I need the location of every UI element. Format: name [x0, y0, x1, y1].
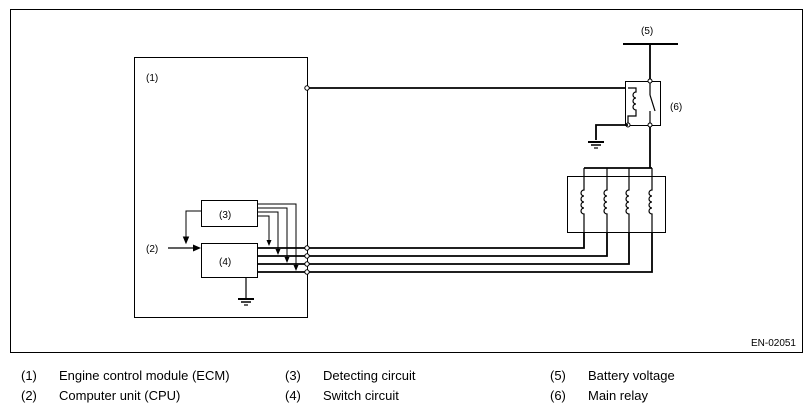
legend-text: Detecting circuit — [323, 368, 416, 383]
main-relay-label: (6) — [670, 102, 682, 113]
ecm-label: (1) — [146, 73, 158, 84]
detecting-circuit-label: (3) — [219, 210, 231, 221]
cpu-input-arrow — [168, 244, 201, 252]
cpu-label: (2) — [146, 244, 158, 255]
output-lines — [257, 232, 653, 273]
diagram-frame — [10, 9, 803, 353]
ecm-terminals — [304, 85, 310, 275]
legend-number: (4) — [285, 388, 301, 403]
legend-text: Main relay — [588, 388, 648, 403]
injector-box — [567, 176, 666, 233]
legend-number: (3) — [285, 368, 301, 383]
relay-ground-symbol — [588, 124, 628, 149]
detecting-circuit-box — [201, 200, 258, 227]
battery-voltage-label: (5) — [641, 26, 653, 37]
injector-coils — [580, 168, 653, 232]
ecm-box — [134, 57, 308, 318]
switch-ground-symbol — [238, 277, 254, 306]
tap-arrowheads — [266, 240, 299, 271]
legend-number: (5) — [550, 368, 566, 383]
figure-code: EN-02051 — [751, 338, 796, 349]
switch-circuit-label: (4) — [219, 257, 231, 268]
legend-text: Switch circuit — [323, 388, 399, 403]
detecting-taps — [257, 203, 297, 267]
feedback-line — [182, 210, 201, 245]
legend-number: (6) — [550, 388, 566, 403]
main-relay — [625, 78, 661, 128]
legend-text: Battery voltage — [588, 368, 675, 383]
legend-text: Engine control module (ECM) — [59, 368, 230, 383]
legend-number: (1) — [21, 368, 37, 383]
switch-circuit-box — [201, 243, 258, 278]
legend-number: (2) — [21, 388, 37, 403]
legend-text: Computer unit (CPU) — [59, 388, 181, 403]
